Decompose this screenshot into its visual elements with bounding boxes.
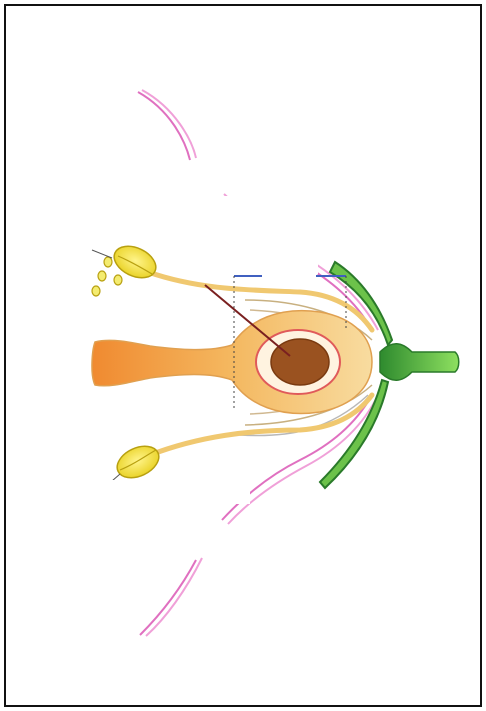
leader-line-anther	[92, 250, 112, 258]
ovule	[271, 339, 329, 385]
pedicel	[380, 344, 459, 381]
anther-lower	[112, 440, 164, 484]
